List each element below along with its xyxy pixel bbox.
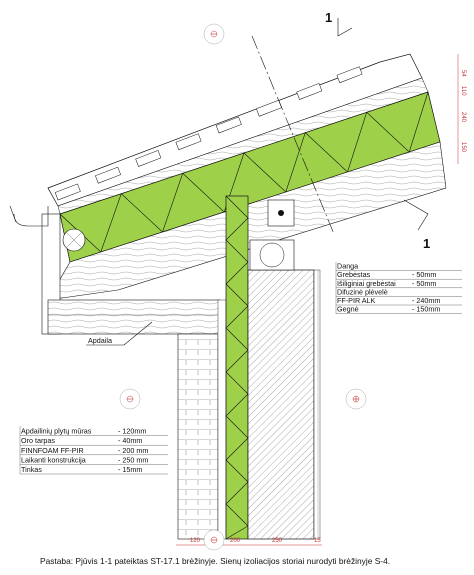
roof-assembly [9,53,447,335]
wall-layer-value: - 200 mm [118,446,148,455]
wall-insulation [225,195,249,540]
roof-dim-3: 240 [460,112,466,123]
wall-insulation-pattern [225,195,249,540]
gutter-bracket [9,205,17,223]
roof-layer-value: - 50mm [412,279,436,288]
wall-dim-4: 250 [272,538,283,544]
roof-insulation-pattern [59,91,429,253]
finish-callout: Apdaila [86,321,153,346]
wall-layer-row: Laikanti konstrukcija - 250 mm [20,455,168,465]
roof-layer-name: Grebėstas [337,270,371,279]
wall-layer-value: - 120mm [118,427,146,436]
roof-layer-name: Danga [337,262,358,271]
wall-layer-row: FINNFOAM FF-PIR - 200 mm [20,446,168,455]
plus-marker [345,388,367,410]
soffit [47,299,221,335]
section-arrow-bottom [403,199,429,231]
air-gap [217,299,227,540]
anchor-bolt-icon [278,210,284,216]
roof-dimension-chain: 54 110 240 150 [457,54,466,164]
wall-dim-3: 200 [230,538,241,544]
ventilation-cross-icon [65,231,83,249]
roof-layer-name: Difuzinė plėvelė [337,287,388,296]
roof-layer-name: Išiliginiai grebėstai [337,279,396,288]
roof-layer-value: - 150mm [412,305,440,314]
wall-assembly [177,195,321,540]
plaster [313,269,321,540]
section-cut-line: 1 1 [251,10,430,251]
wall-dim-1: 120 [190,538,201,544]
drawing-note: Pastaba: Pjūvis 1-1 pateiktas ST-17.1 br… [40,556,391,566]
section-arrow-top [337,18,353,37]
wall-layer-name: Laikanti konstrukcija [21,455,86,464]
roof-layer-row: Difuzinė plėvelė [336,287,462,297]
wall-layer-name: Apdailinių plytų mūras [21,427,92,436]
roof-dim-1: 54 [460,70,466,77]
wall-layer-name: FINNFOAM FF-PIR [21,446,84,455]
roof-layer-name: Gegnė [337,305,359,314]
roof-layer-row: Gegnė - 150mm [336,305,462,314]
wall-layer-name: Oro tarpas [21,436,55,445]
roof-layer-row: Išiliginiai grebėstai - 50mm [336,279,462,288]
roof-layer-value: - 50mm [412,270,436,279]
wall-layer-value: - 250 mm [118,455,148,464]
roof-layer-row: Grebėstas - 50mm [336,270,462,280]
minus-marker [119,388,141,410]
wall-layer-value: - 40mm [118,436,142,445]
wall-layer-value: - 15mm [118,465,142,474]
wall-layer-row: Oro tarpas - 40mm [20,436,168,446]
facing-brick-wall [177,333,219,540]
roof-dim-4: 150 [460,142,466,153]
wall-plate-round-timber [259,242,285,268]
bearing-wall [247,269,315,540]
section-mark-top: 1 [325,10,332,25]
roof-tiles [47,53,423,207]
wall-layer-name: Tinkas [21,465,42,474]
roof-dim-2: 110 [460,86,466,96]
roof-tile-steps [54,66,363,201]
reference-markers [119,23,367,551]
wall-layer-row: Tinkas - 15mm [20,465,168,475]
minus-marker [203,23,225,45]
wall-layer-row: Apdailinių plytų mūras - 120mm [20,427,168,436]
roof-layer-row: FF-PIR ALK - 240mm [336,296,462,306]
roof-layer-row: Danga [336,262,462,271]
finish-callout-label: Apdaila [88,336,112,345]
section-mark-bottom: 1 [423,236,430,251]
roof-layer-value: - 240mm [412,296,440,305]
minus-marker [203,529,225,551]
wall-dim-5: 15 [314,538,321,544]
roof-layer-name: FF-PIR ALK [337,296,376,305]
